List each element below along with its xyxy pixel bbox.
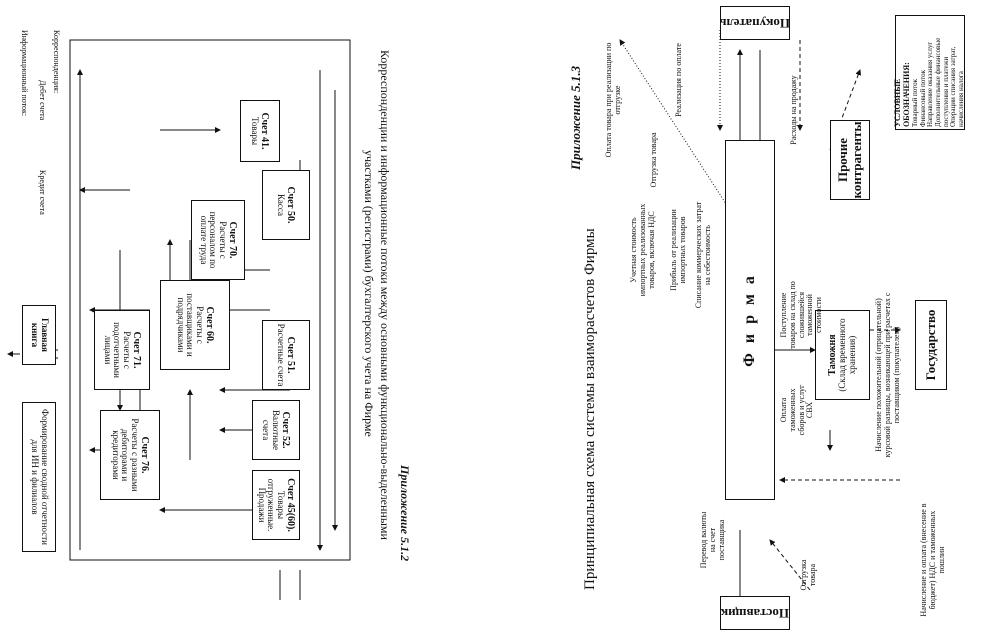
label-commercial-costs: Списание коммерческих затрат на себестои… [694, 201, 712, 309]
account-71-title: Счет 71. [131, 331, 143, 369]
account-41-title: Счет 41. [259, 112, 271, 150]
summary-report-box: Формирование сводной отчетности для ИН и… [22, 402, 56, 552]
firm-label: Ф и р м а [741, 273, 759, 367]
account-52-box: Счет 52.Валютные счета [252, 400, 300, 460]
account-71-text: Расчеты с подотчетными лицами [102, 322, 133, 378]
label-fx-transfer: Перевод валюты на счет поставщика [699, 511, 726, 569]
legend-credit: Кредит счета [38, 170, 47, 215]
summary-report-label: Формирование сводной отчетности для ИН и… [30, 409, 50, 545]
account-50-title: Счет 50. [285, 186, 297, 224]
account-52-title: Счет 52. [280, 411, 292, 449]
account-70-text: Расчеты с персоналом по оплате труда [198, 211, 229, 269]
general-ledger-label: Главная книга [30, 318, 50, 352]
account-51-box: Счет 51.Расчетные счета [262, 320, 310, 390]
label-receipt-goods: Поступление товаров на склад по сложивше… [779, 281, 824, 349]
legend-writeoff: Операции списания затрат, начисления нал… [949, 46, 966, 127]
account-51-text: Расчетные счета [276, 323, 287, 387]
label-sales-expenses: Расходы на продажу [789, 75, 798, 145]
supplier-label: Поставщик [720, 606, 790, 622]
other-counterparties-label: Прочие контрагенты [834, 121, 864, 199]
legend-info-flow: Информационный поток: [20, 30, 29, 117]
state-node: Государство [915, 300, 947, 390]
label-import-cost: Учетная стоимость импортных реализованны… [629, 203, 656, 297]
label-customs-payment: Оплата таможенных сборов и услуг СВХ [779, 384, 815, 436]
supplier-node: Поставщик [720, 596, 790, 630]
account-70-box: Счет 70.Расчеты с персоналом по оплате т… [191, 200, 245, 280]
legend-title: УСЛОВНЫЕ ОБОЗНАЧЕНИЯ: [893, 62, 912, 127]
label-vat-payment: Начисление и оплата (внесение в бюджет) … [919, 503, 946, 617]
other-counterparties-node: Прочие контрагенты [830, 120, 870, 200]
account-50-text: Касса [276, 194, 287, 216]
label-import-profit: Прибыль от реализации импортных товаров [669, 209, 687, 291]
label-payment-goods: Оплата товара при реализации по отгрузке [604, 42, 622, 158]
account-4560-text: Товары отгруженные. Продажи [256, 478, 287, 532]
account-76-title: Счет 76. [139, 436, 151, 474]
account-71-box: Счет 71.Расчеты с подотчетными лицами [94, 310, 150, 390]
account-4560-box: Счет 45(60).Товары отгруженные. Продажи [252, 470, 300, 540]
legend-box: УСЛОВНЫЕ ОБОЗНАЧЕНИЯ: Товарный поток Фин… [893, 15, 966, 130]
account-4560-title: Счет 45(60). [285, 478, 297, 532]
account-70-title: Счет 70. [227, 221, 239, 259]
buyer-label: Покупатель [719, 16, 791, 32]
account-52-text: Валютные счета [261, 410, 282, 450]
account-50-box: Счет 50.Касса [262, 170, 310, 240]
account-60-text: Расчеты с поставщиками и подрядчиками [175, 293, 206, 357]
firm-node: Ф и р м а [725, 140, 775, 500]
legend-debit: Дебет счета [38, 80, 47, 121]
buyer-node: Покупатель [720, 6, 790, 40]
label-shipment-bottom: Отгрузка товара [799, 559, 817, 591]
account-76-text: Расчеты с разными дебиторами и кредитора… [110, 418, 141, 492]
legend-correspondence: Корреспонденция: [52, 30, 61, 94]
account-51-title: Счет 51. [285, 336, 297, 374]
left-page: Приложение 5.1.2 Корреспонденции и инфор… [0, 0, 420, 635]
left-page-content: Приложение 5.1.2 Корреспонденции и инфор… [0, 10, 420, 610]
account-41-text: Товары [250, 117, 261, 145]
legend-extra: Дополнительные финансовые поступления и … [933, 37, 950, 127]
account-76-box: Счет 76.Расчеты с разными дебиторами и к… [100, 410, 160, 500]
label-sale-payment: Реализация по оплате [674, 43, 683, 117]
right-page: Приложение 5.1.3 Принципиальная схема си… [500, 0, 989, 635]
general-ledger-box: Главная книга [22, 305, 56, 365]
account-60-title: Счет 60. [204, 306, 216, 344]
customs-subtitle: (Склад временного хранения) [837, 318, 857, 392]
account-41-box: Счет 41.Товары [240, 100, 280, 162]
label-fx-diff: Начисление положительной (отрицательной)… [874, 292, 901, 458]
label-shipment-top: Отгрузка товара [649, 132, 658, 188]
right-page-content: Приложение 5.1.3 Принципиальная схема си… [500, 5, 980, 630]
state-label: Государство [922, 309, 938, 381]
account-60-box: Счет 60.Расчеты с поставщиками и подрядч… [160, 280, 230, 370]
